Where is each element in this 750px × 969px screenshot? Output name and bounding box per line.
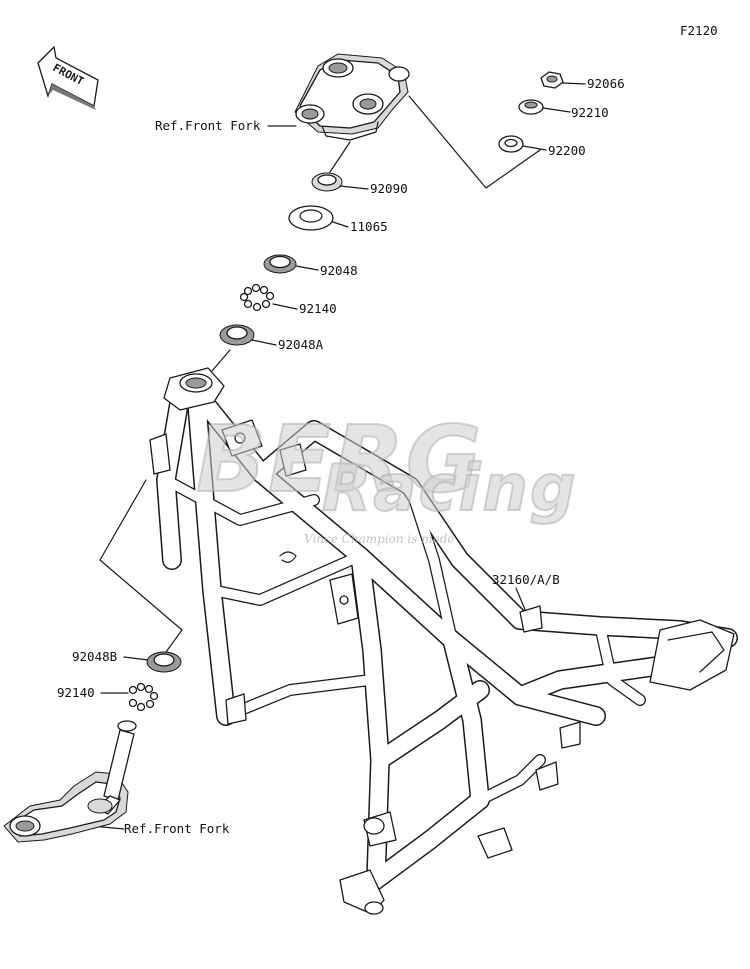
watermark-script: Racing [321, 451, 578, 527]
callout-ref-front-fork-bottom: Ref.Front Fork [124, 821, 230, 836]
callout-92210: 92210 [571, 105, 609, 120]
watermark-tagline: Vince Champion is made [304, 532, 455, 546]
nut-92210 [518, 99, 544, 115]
cap-11065 [288, 205, 334, 231]
callout-92140-bottom: 92140 [57, 685, 95, 700]
motorcycle-frame [149, 367, 738, 915]
leader-lines [91, 82, 586, 830]
callout-92048a: 92048A [278, 337, 324, 352]
bearing-race-92048b [146, 651, 182, 673]
callout-32160: 32160/A/B [492, 572, 560, 587]
front-direction-arrow-icon: FRONT [37, 45, 99, 110]
callout-92048: 92048 [320, 263, 358, 278]
watermark-brand: BERG [195, 405, 484, 514]
callout-92048b: 92048B [72, 649, 118, 664]
callout-92140-top: 92140 [299, 301, 337, 316]
callout-11065: 11065 [350, 219, 388, 234]
callout-92090: 92090 [370, 181, 408, 196]
collar-92090 [311, 172, 343, 192]
steel-balls-92140-bottom [128, 682, 159, 712]
upper-triple-clamp [294, 53, 410, 141]
callout-92066: 92066 [587, 76, 625, 91]
bearing-race-92048a [219, 324, 255, 346]
figure-code: F2120 [680, 23, 718, 38]
steel-balls-92140-top [239, 283, 275, 312]
callout-92200: 92200 [548, 143, 586, 158]
washer-92200 [498, 135, 524, 153]
bearing-race-92048 [263, 254, 297, 274]
steering-stem-lower-bracket [3, 720, 137, 843]
nut-92066 [540, 71, 564, 89]
callout-ref-front-fork-top: Ref.Front Fork [155, 118, 261, 133]
